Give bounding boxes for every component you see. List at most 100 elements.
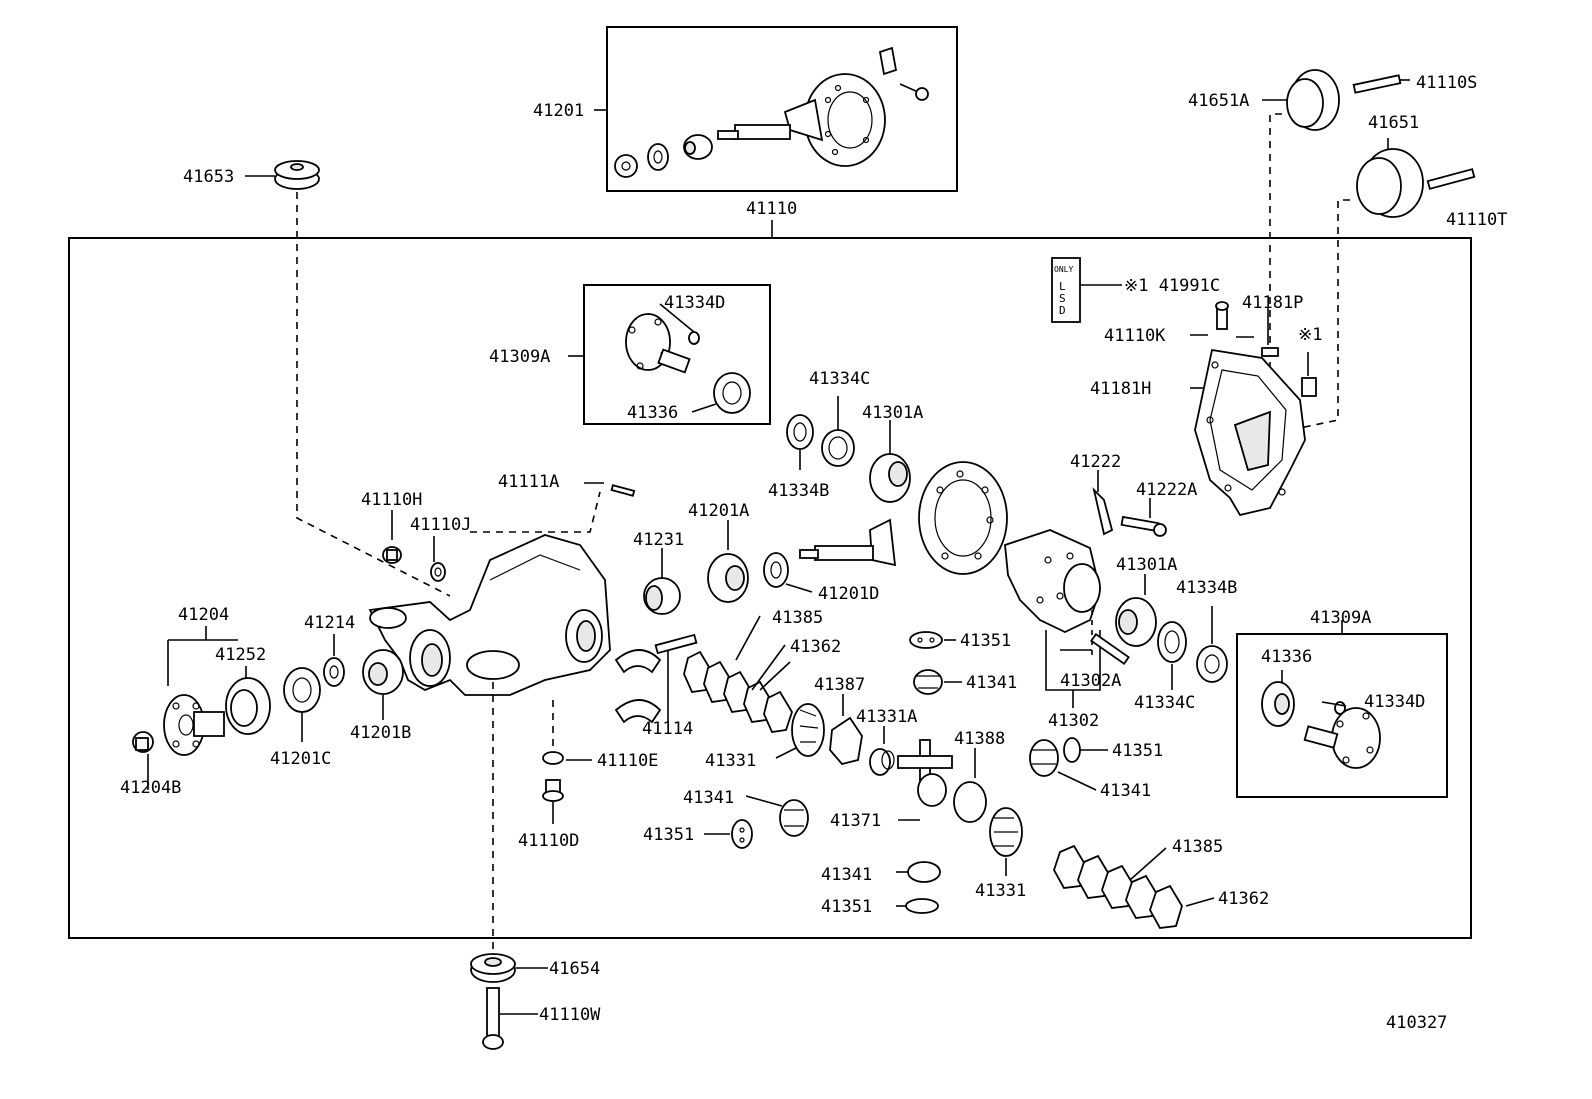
label-41201D: 41201D — [818, 584, 879, 604]
label-41309A-top: 41309A — [489, 347, 550, 367]
washer-41351-d — [905, 898, 939, 914]
label-41214: 41214 — [304, 613, 355, 633]
bolt-41110W — [482, 987, 538, 1050]
gasket-41110E — [542, 751, 592, 765]
label-41387: 41387 — [814, 675, 865, 695]
label-41309A-right: 41309A — [1310, 608, 1371, 628]
label-41341-c: 41341 — [683, 788, 734, 808]
nut-41204B — [132, 731, 154, 790]
cover-41651 — [1299, 138, 1424, 429]
label-41336-top: 41336 — [627, 403, 678, 423]
thrust-washer-41387 — [829, 694, 863, 766]
cover-41651A — [1262, 69, 1340, 420]
companion-flange-41204 — [163, 626, 238, 756]
bearing-cap-bolt-41114 — [654, 633, 698, 722]
lsd-oil-tag: ONLY L S D — [1051, 257, 1122, 323]
label-41341-a: 41341 — [966, 673, 1017, 693]
bolt-41302A — [1090, 610, 1130, 666]
label-41371: 41371 — [830, 811, 881, 831]
frame-41201-box — [606, 26, 958, 192]
ring-gear — [918, 461, 1008, 575]
label-41651: 41651 — [1368, 113, 1419, 133]
svg-text:L: L — [1059, 280, 1066, 293]
bearing-41201B — [362, 649, 404, 720]
label-41110T: 41110T — [1446, 210, 1507, 230]
label-41110: 41110 — [746, 199, 797, 219]
frame-main-41110 — [68, 237, 1472, 939]
label-41331A: 41331A — [856, 707, 917, 727]
washer-41351-b — [1063, 737, 1081, 763]
label-41334C-top: 41334C — [809, 369, 870, 389]
label-41111A: 41111A — [498, 472, 559, 492]
washer-41351-c — [731, 819, 753, 849]
label-41654: 41654 — [549, 959, 600, 979]
label-41110K: 41110K — [1104, 326, 1166, 346]
label-41362-b: 41362 — [1218, 889, 1269, 909]
label-41201A: 41201A — [688, 501, 749, 521]
label-41204: 41204 — [178, 605, 229, 625]
bearing-caps — [614, 649, 662, 724]
label-41181P: 41181P — [1242, 293, 1303, 313]
label-41351-b: 41351 — [1112, 741, 1163, 761]
spring-41331A — [869, 726, 895, 776]
pinion-41341-d — [907, 861, 941, 883]
diff-cover-41181H — [1190, 301, 1317, 517]
pinion-shaft-41371 — [897, 739, 953, 821]
label-41110J: 41110J — [410, 515, 471, 535]
label-41362-a: 41362 — [790, 637, 841, 657]
label-41301A-top: 41301A — [862, 403, 923, 423]
bolt-41110S — [1352, 74, 1410, 94]
label-note-1: ※1 — [1298, 325, 1322, 345]
side-gear-41331-upper — [775, 703, 825, 759]
drive-pinion — [799, 518, 897, 567]
diff-case-41302 — [1004, 529, 1101, 708]
label-41334B-right: 41334B — [1176, 578, 1237, 598]
label-41653: 41653 — [183, 167, 234, 187]
label-41341-d: 41341 — [821, 865, 872, 885]
pinion-41341-b — [1029, 739, 1097, 791]
washer-41201D — [763, 552, 813, 593]
label-41334D-right: 41334D — [1364, 692, 1425, 712]
label-41331-a: 41331 — [705, 751, 756, 771]
bolt-41222A — [1120, 498, 1167, 537]
axle-shaft-41309A-top — [568, 313, 751, 414]
clutch-plates-right — [1053, 844, 1215, 929]
bolt-41110T — [1426, 168, 1476, 190]
svg-text:D: D — [1059, 304, 1066, 317]
label-41110W: 41110W — [539, 1005, 601, 1025]
label-41252: 41252 — [215, 645, 266, 665]
gasket-41110J — [430, 536, 446, 582]
label-41351-d: 41351 — [821, 897, 872, 917]
label-41302: 41302 — [1048, 711, 1099, 731]
label-41385-b: 41385 — [1172, 837, 1223, 857]
label-41336-right: 41336 — [1261, 647, 1312, 667]
seal-41334B-upper — [786, 414, 814, 470]
label-41222: 41222 — [1070, 452, 1121, 472]
collar-41231 — [643, 548, 681, 615]
label-41331-b: 41331 — [975, 881, 1026, 901]
label-41231: 41231 — [633, 530, 684, 550]
label-41114: 41114 — [642, 719, 693, 739]
pinion-41341-a — [913, 669, 943, 695]
bearing-41201A — [707, 520, 749, 603]
label-41334C-right: 41334C — [1134, 693, 1195, 713]
clutch-plates-left — [683, 615, 793, 733]
label-41201-top: 41201 — [533, 101, 584, 121]
label-41302A: 41302A — [1060, 671, 1121, 691]
frame-41309A-top-box — [583, 284, 771, 425]
label-41110S: 41110S — [1416, 73, 1477, 93]
label-41991C: ※1 41991C — [1124, 276, 1220, 296]
drawing-number: 410327 — [1386, 1013, 1447, 1033]
label-41201B: 41201B — [350, 723, 411, 743]
label-41334D-top: 41334D — [664, 293, 725, 313]
spacer-41214 — [323, 634, 345, 687]
axle-shaft-41309A-right — [1261, 620, 1381, 769]
label-41388: 41388 — [954, 729, 1005, 749]
label-41341-b: 41341 — [1100, 781, 1151, 801]
pinion-gear-set-41201 — [594, 46, 929, 178]
bearing-41301A-upper — [869, 420, 911, 503]
label-41334B-top: 41334B — [768, 481, 829, 501]
lock-plate-41222 — [1092, 470, 1114, 536]
washer-41351-a — [909, 631, 943, 649]
